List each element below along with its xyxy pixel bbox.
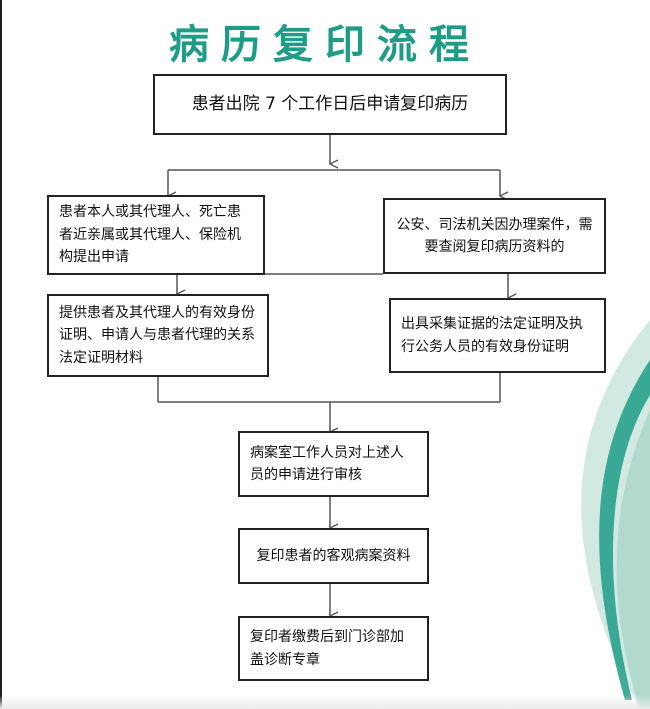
node-left-applicant: 患者本人或其代理人、死亡患者近亲属或其代理人、保险机构提出申请 — [47, 195, 265, 275]
node-review-label: 病案室工作人员对上述人员的申请进行审核 — [250, 444, 404, 483]
page-title: 病历复印流程 — [169, 22, 481, 68]
node-right-applicant-label: 公安、司法机关因办理案件，需要查阅复印病历资料的 — [396, 216, 593, 255]
node-review: 病案室工作人员对上述人员的申请进行审核 — [238, 431, 429, 497]
node-right-docs-label: 出具采集证据的法定证明及执行公务人员的有效身份证明 — [401, 316, 583, 355]
node-start: 患者出院 7 个工作日后申请复印病历 — [153, 74, 507, 135]
node-start-label: 患者出院 7 个工作日后申请复印病历 — [191, 93, 469, 114]
node-right-docs: 出具采集证据的法定证明及执行公务人员的有效身份证明 — [389, 298, 606, 373]
bottom-fade — [0, 695, 650, 709]
node-seal: 复印者缴费后到门诊部加盖诊断专章 — [238, 616, 429, 681]
node-right-applicant: 公安、司法机关因办理案件，需要查阅复印病历资料的 — [383, 198, 606, 274]
node-copy-label: 复印患者的客观病案资料 — [256, 547, 411, 564]
node-seal-label: 复印者缴费后到门诊部加盖诊断专章 — [250, 629, 404, 668]
node-left-docs: 提供患者及其代理人的有效身份证明、申请人与患者代理的关系法定证明材料 — [47, 294, 269, 377]
left-border — [0, 0, 2, 709]
node-left-applicant-label: 患者本人或其代理人、死亡患者近亲属或其代理人、保险机构提出申请 — [59, 204, 241, 266]
node-left-docs-label: 提供患者及其代理人的有效身份证明、申请人与患者代理的关系法定证明材料 — [59, 304, 255, 366]
node-copy: 复印患者的客观病案资料 — [238, 528, 429, 584]
